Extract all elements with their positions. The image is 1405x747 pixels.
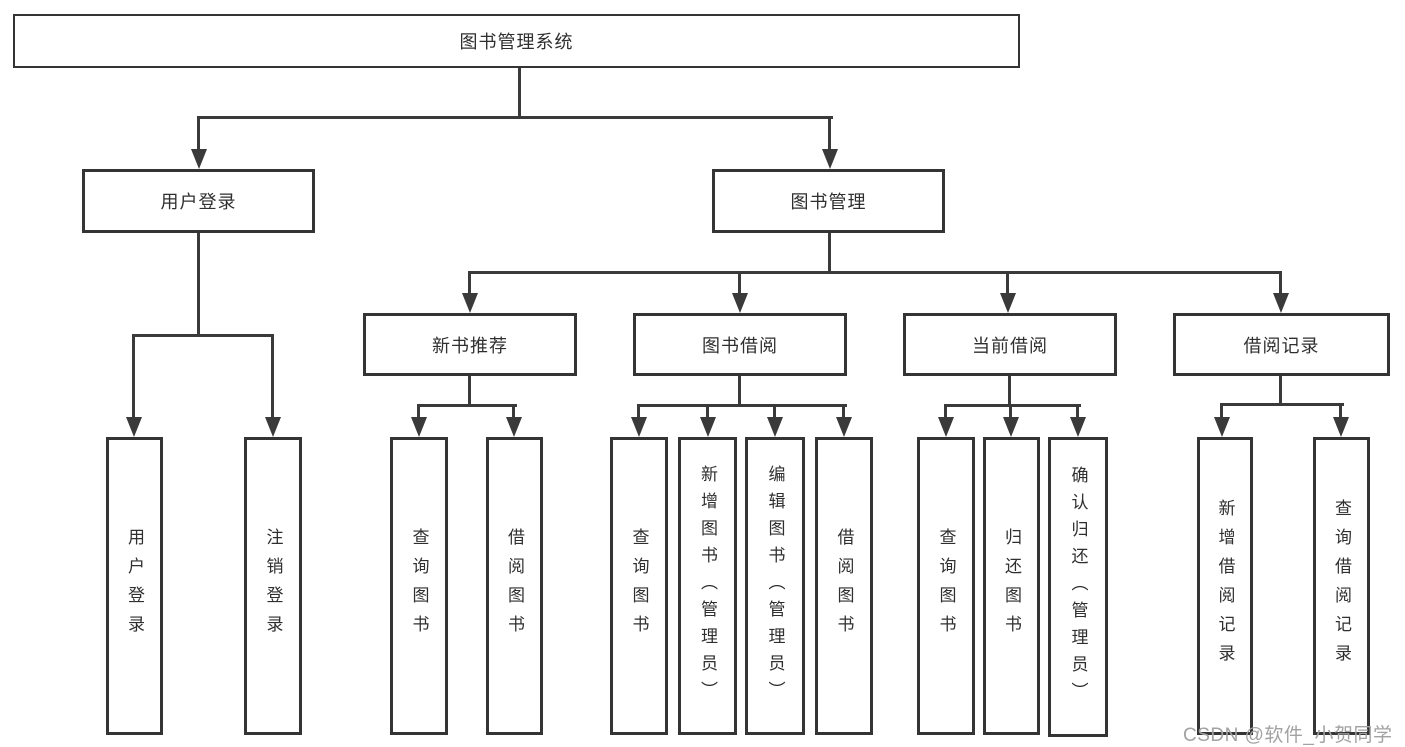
connector-leaf-stem [773,404,776,419]
leaf-label: 查询图书 [936,528,956,644]
node-current-borrowing: 当前借阅 [903,313,1117,376]
arrow-down-icon [1000,293,1016,313]
connector-current-borrowing-stem [1008,376,1011,407]
node-label: 图书借阅 [702,335,778,356]
arrow-down-icon [631,417,647,437]
node-label: 图书管理系统 [459,32,574,52]
leaf-label: 借阅图书 [505,528,524,644]
arrow-down-icon [732,293,748,313]
leaf-borrow-books: 借阅图书 [486,437,543,735]
connector-to-current-borrowing [1006,271,1009,295]
connector-to-user-login [197,116,200,151]
node-label: 新书推荐 [432,335,508,356]
leaf-label: 新增图书（管理员） [698,464,717,708]
node-book-management: 图书管理 [712,169,945,233]
connector-leaf-stem [417,404,420,419]
connector-root-stem [518,68,521,118]
leaf-label: 新增借阅记录 [1215,499,1235,673]
arrow-down-icon [265,417,281,437]
leaf-query-books: 查询图书 [610,437,668,735]
node-book-borrowing: 图书借阅 [633,313,847,376]
arrow-down-icon [1003,417,1019,437]
arrow-down-icon [700,417,716,437]
connector-book-management-stem [828,233,831,274]
node-borrowing-records: 借阅记录 [1173,313,1390,376]
connector-borrowing-records-splitter [1220,403,1344,406]
node-user-login: 用户登录 [82,169,315,233]
leaf-add-book-admin: 新增图书（管理员） [678,437,737,735]
leaf-borrow-books: 借阅图书 [815,437,873,735]
leaf-label: 确认归还（管理员） [1068,465,1088,709]
node-new-book-recommendation: 新书推荐 [363,313,577,376]
connector-user-login-splitter [132,334,274,337]
connector-current-borrowing-splitter [944,404,1081,407]
leaf-label: 查询图书 [409,528,429,644]
arrow-down-icon [126,417,142,437]
connector-leaf-stem [637,404,640,419]
arrow-down-icon [191,149,207,169]
leaf-query-books: 查询图书 [390,437,448,735]
connector-to-book-borrowing [738,271,741,295]
connector-leaf-stem [1009,404,1012,419]
arrow-down-icon [938,417,954,437]
leaf-add-borrow-record: 新增借阅记录 [1197,437,1253,735]
connector-to-leaf-user-login [132,334,135,419]
arrow-down-icon [822,149,838,169]
leaf-label: 编辑图书（管理员） [765,464,785,708]
arrow-down-icon [1214,417,1230,437]
leaf-label: 归还图书 [1002,528,1021,644]
arrow-down-icon [506,417,522,437]
connector-borrowing-records-stem [1279,376,1282,406]
leaf-edit-book-admin: 编辑图书（管理员） [745,437,805,735]
leaf-label: 借阅图书 [834,528,854,644]
connector-level2-splitter [197,116,833,119]
leaf-label: 查询借阅记录 [1332,499,1351,673]
connector-to-borrowing-records [1279,271,1282,295]
arrow-down-icon [1333,417,1349,437]
arrow-down-icon [411,417,427,437]
leaf-confirm-return-admin: 确认归还（管理员） [1048,437,1108,737]
csdn-watermark: CSDN @软件_小贺同学 [1183,725,1393,746]
arrow-down-icon [836,417,852,437]
leaf-return-books: 归还图书 [983,437,1040,735]
connector-user-login-stem [197,233,200,337]
leaf-user-login: 用户登录 [106,437,163,735]
connector-to-new-book-recommendation [468,271,471,295]
connector-leaf-stem [1220,403,1223,419]
connector-leaf-stem [706,404,709,419]
leaf-logout: 注销登录 [244,437,302,735]
leaf-label: 查询图书 [629,528,649,644]
node-label: 借阅记录 [1243,335,1320,356]
node-label: 用户登录 [160,192,237,212]
connector-leaf-stem [512,404,515,419]
connector-to-leaf-logout [271,334,274,419]
connector-level3-splitter [468,271,1282,274]
leaf-label: 用户登录 [125,528,144,644]
arrow-down-icon [462,293,478,313]
connector-book-borrowing-stem [738,376,741,407]
connector-leaf-stem [1339,403,1342,419]
leaf-query-books: 查询图书 [917,437,975,735]
leaf-query-borrow-record: 查询借阅记录 [1313,437,1370,735]
arrow-down-icon [1273,293,1289,313]
connector-new-book-splitter [417,404,517,407]
connector-book-borrowing-splitter [637,404,847,407]
node-library-management-system: 图书管理系统 [13,14,1020,68]
arrow-down-icon [767,417,783,437]
connector-leaf-stem [842,404,845,419]
connector-leaf-stem [1076,404,1079,419]
connector-leaf-stem [944,404,947,419]
connector-to-book-management [828,116,831,151]
connector-new-book-stem [468,376,471,407]
leaf-label: 注销登录 [263,528,283,644]
node-label: 图书管理 [790,192,867,212]
arrow-down-icon [1070,417,1086,437]
node-label: 当前借阅 [972,335,1048,356]
